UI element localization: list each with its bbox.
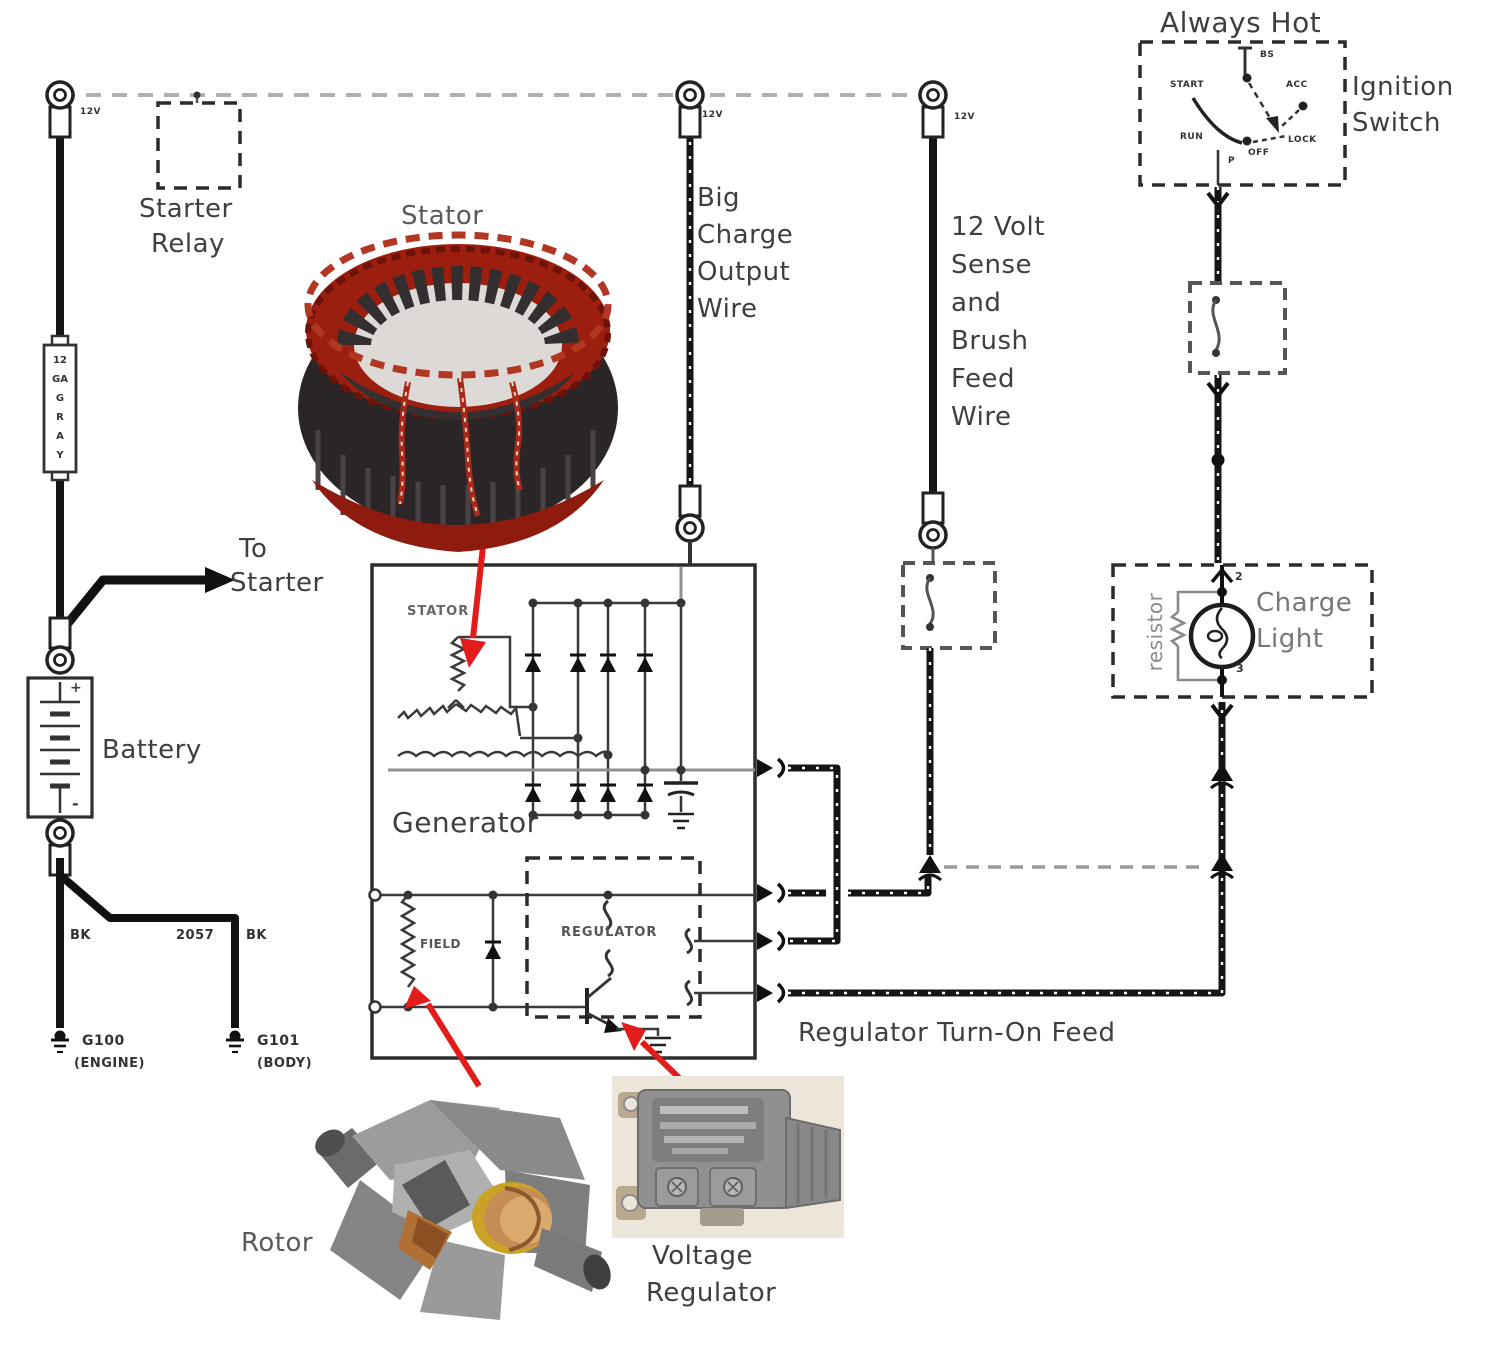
ignition-switch-label-1: Ignition [1352,72,1454,102]
circuit-number-label: 2057 [176,928,215,943]
terminal-start-label: START [1170,80,1205,90]
terminal-bs-label: BS [1260,50,1275,60]
generator-stator-label: STATOR [407,604,470,619]
brush-feed-connector [755,882,786,904]
lamp-terminal-3-label: 3 [1236,662,1245,675]
sense-label-1: 12 Volt [951,212,1045,242]
ring-terminal-battery-positive [45,616,75,675]
wire-color-bk-left-label: BK [70,928,91,943]
brush-feed-link [788,876,932,897]
inline-connector [1209,851,1235,880]
sense-label-4: Brush [951,326,1029,356]
ring-terminal-battery-feed [45,80,75,139]
turn-on-feed-wire [788,702,1226,997]
voltage-regulator-label-2: Regulator [646,1278,777,1308]
starter-relay-label-1: Starter [139,194,233,224]
resistor-bypass [1169,590,1222,682]
turn-on-feed-label: Regulator Turn-On Feed [798,1018,1116,1048]
ground-g100-icon [49,1029,71,1054]
ring-terminal-sense-feed [918,80,948,139]
sense-label-6: Wire [951,402,1012,432]
stator-photo-label: Stator [401,201,484,231]
generator-box [368,563,757,1060]
to-starter-label-1: To [239,534,268,564]
rectifier-bridge-symbol [388,567,755,830]
sense-label-2: Sense [951,250,1033,280]
big-charge-label-3: Output [697,257,791,287]
generator-output-connector [755,757,786,779]
battery-circuit [26,125,246,1054]
field-regulator-symbol [368,856,755,1054]
wire-color-bk-right-label: BK [246,928,267,943]
sense-label-5: Feed [951,364,1016,394]
generator-regulator-label: REGULATOR [561,925,658,940]
ground-g100-label: G100 [82,1033,125,1049]
sense-label-3: and [951,288,1002,318]
starter-relay-box [156,91,242,190]
rotor-photo-label: Rotor [241,1228,314,1258]
starter-relay-label-2: Relay [151,229,225,259]
resistor-label: resistor [1143,592,1167,672]
ground-g101-location-label: (BODY) [257,1056,313,1071]
ignition-switch-box [1138,40,1347,187]
generator-field-label: FIELD [420,937,461,951]
charge-light-label-2: Light [1256,624,1324,654]
big-charge-label-1: Big [697,183,741,213]
terminal-12v-right-label: 12V [954,112,975,122]
battery-minus-label: - [72,794,80,813]
to-starter-label-2: Starter [230,568,324,598]
terminal-p-label: P [1228,156,1236,166]
rotor-photo [315,1100,611,1320]
inline-connector [1209,761,1235,790]
sense-wire [901,125,997,882]
charge-light-box [1111,563,1374,699]
regulator-connector [755,930,786,952]
to-starter-arrowhead [205,567,235,593]
big-charge-label-2: Charge [697,220,794,250]
battery-plus-label: + [70,680,83,696]
terminal-12v-left-label: 12V [80,107,101,117]
turn-on-connector [755,982,786,1004]
output-jumper-loop [788,764,841,945]
ignition-fuse-box [1188,281,1287,375]
charge-light-bulb-icon [1188,602,1256,670]
voltage-regulator-label-1: Voltage [652,1241,754,1271]
terminal-off-label: OFF [1248,148,1270,158]
sense-fuse-box [901,561,997,650]
ring-terminal-charge-output [675,80,705,139]
ignition-switch-label-2: Switch [1352,108,1441,138]
charge-light-label-1: Charge [1256,588,1353,618]
ring-terminal-generator-output [675,484,705,543]
stator-photo [298,231,618,552]
generator-label: Generator [392,806,539,839]
ring-terminal-sense [918,491,948,550]
terminal-acc-label: ACC [1286,80,1308,90]
battery-symbol [26,676,94,819]
voltage-regulator-photo [612,1076,844,1238]
splice-dot [1211,453,1225,467]
ground-g101-label: G101 [257,1033,300,1049]
fusible-link-symbol [42,334,78,482]
terminal-lock-label: LOCK [1288,135,1317,145]
terminal-12v-mid-label: 12V [702,110,723,120]
big-charge-label-4: Wire [697,294,758,324]
ground-g100-location-label: (ENGINE) [74,1056,145,1071]
lamp-terminal-2-label: 2 [1235,570,1244,583]
ignition-feed-wire [1188,187,1287,563]
always-hot-label: Always Hot [1160,6,1322,39]
terminal-run-label: RUN [1180,132,1204,142]
battery-label: Battery [102,735,202,765]
ground-g101-icon [224,1029,246,1054]
